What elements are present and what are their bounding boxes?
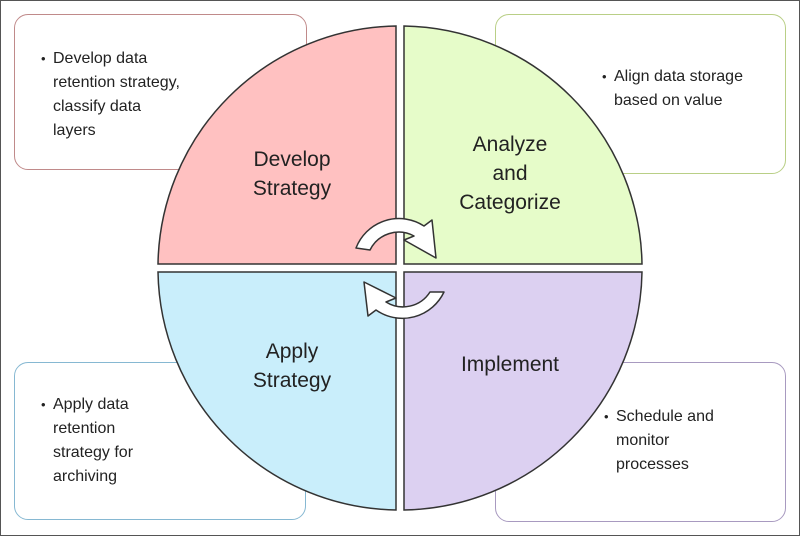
label-line: Analyze xyxy=(472,133,548,156)
quadrant-implement xyxy=(403,271,643,511)
quadrant-apply-strategy xyxy=(157,271,397,511)
quadrant-analyze-categorize xyxy=(403,25,643,265)
quadrant-label-develop-strategy: Develop Strategy xyxy=(222,145,362,203)
quadrant-label-apply-strategy: Apply Strategy xyxy=(222,337,362,395)
quadrant-develop-strategy xyxy=(157,25,397,265)
label-line: Strategy xyxy=(252,369,332,392)
label-line: and xyxy=(492,162,528,185)
label-line: Implement xyxy=(460,353,560,376)
label-line: Categorize xyxy=(459,191,561,214)
note-develop-strategy: Develop data retention strategy, classif… xyxy=(14,14,307,170)
cycle-arrow-bottom-icon xyxy=(363,281,445,320)
quadrant-label-implement: Implement xyxy=(440,350,580,379)
note-bullet: Align data storage based on value xyxy=(602,65,749,113)
quadrant-label-analyze-categorize: Analyze and Categorize xyxy=(440,130,580,217)
note-bullet: Develop data retention strategy, classif… xyxy=(41,47,183,143)
note-bullet: Apply data retention strategy for archiv… xyxy=(41,393,168,489)
label-line: Develop xyxy=(253,148,331,171)
label-line: Strategy xyxy=(252,177,332,200)
cycle-arrow-top-icon xyxy=(355,217,437,259)
label-line: Apply xyxy=(265,340,319,363)
note-bullet: Schedule and monitor processes xyxy=(604,405,741,477)
